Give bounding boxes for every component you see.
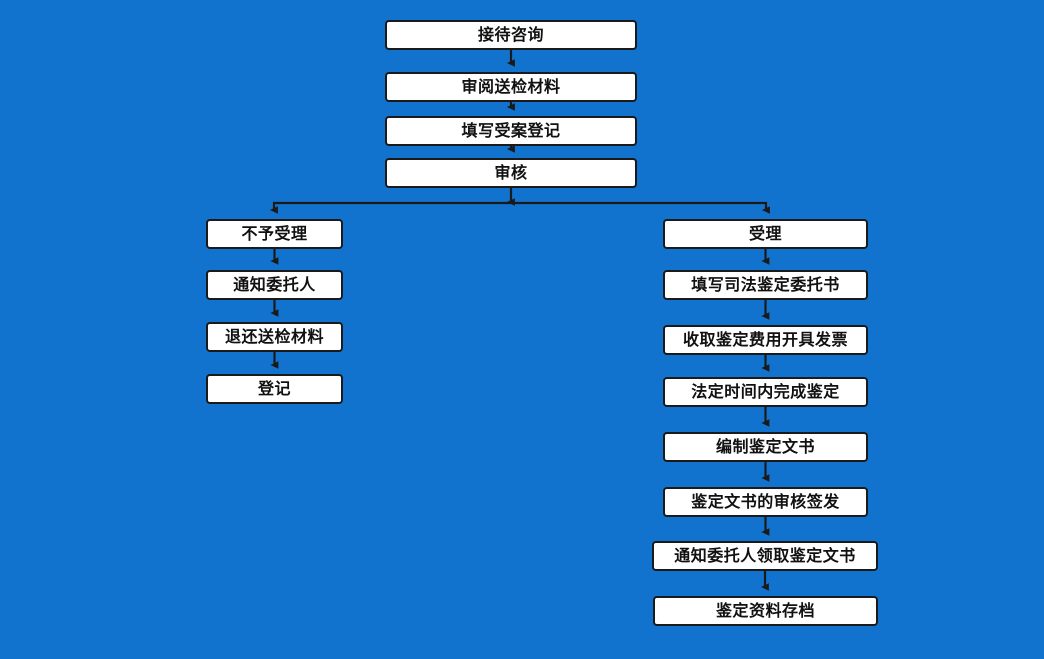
flow-node-r6[interactable]: 鉴定文书的审核签发	[663, 487, 868, 517]
flow-node-label: 通知委托人	[233, 275, 316, 294]
flow-node-label: 收取鉴定费用开具发票	[682, 330, 848, 349]
flow-node-label: 审核	[494, 163, 528, 182]
flow-node-l1[interactable]: 不予受理	[206, 219, 343, 249]
flow-node-label: 退还送检材料	[224, 327, 324, 346]
flow-node-label: 通知委托人领取鉴定文书	[674, 546, 856, 565]
flow-node-label: 不予受理	[241, 224, 308, 243]
flow-node-r8[interactable]: 鉴定资料存档	[653, 596, 878, 626]
flow-node-label: 受理	[748, 224, 782, 243]
flow-node-r1[interactable]: 受理	[663, 219, 868, 249]
flow-node-l2[interactable]: 通知委托人	[206, 270, 343, 300]
flow-node-label: 编制鉴定文书	[715, 437, 815, 456]
flow-node-n1[interactable]: 接待咨询	[385, 20, 637, 50]
flow-node-label: 登记	[257, 379, 291, 398]
flow-edge-n4-to-r1	[511, 201, 770, 214]
flow-node-label: 鉴定文书的审核签发	[691, 492, 840, 511]
flow-node-r5[interactable]: 编制鉴定文书	[663, 432, 868, 462]
flow-node-label: 填写司法鉴定委托书	[691, 275, 840, 294]
flow-node-n3[interactable]: 填写受案登记	[385, 116, 637, 146]
flow-node-label: 法定时间内完成鉴定	[691, 382, 840, 401]
flow-node-label: 填写受案登记	[461, 121, 561, 140]
flow-node-l3[interactable]: 退还送检材料	[206, 322, 343, 352]
flow-node-r2[interactable]: 填写司法鉴定委托书	[663, 270, 868, 300]
flow-node-r7[interactable]: 通知委托人领取鉴定文书	[652, 541, 878, 571]
flow-node-n2[interactable]: 审阅送检材料	[385, 72, 637, 102]
flow-edge-n4-to-l1	[269, 201, 511, 214]
flow-node-label: 鉴定资料存档	[715, 601, 815, 620]
flow-node-n4[interactable]: 审核	[385, 158, 637, 188]
flow-node-label: 审阅送检材料	[461, 77, 561, 96]
flow-node-r4[interactable]: 法定时间内完成鉴定	[663, 377, 868, 407]
flow-node-r3[interactable]: 收取鉴定费用开具发票	[663, 325, 868, 355]
flow-node-label: 接待咨询	[477, 25, 544, 44]
flow-node-l4[interactable]: 登记	[206, 374, 343, 404]
